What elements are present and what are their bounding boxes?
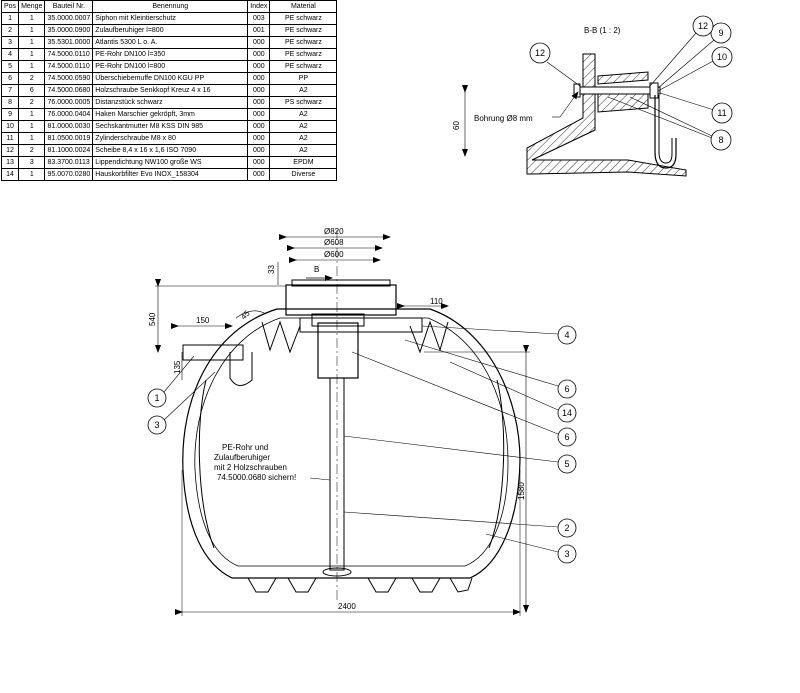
balloon-3-top-text: 3 [154,420,159,430]
dim-110: 110 [430,297,443,306]
tank-bottom-feet [247,577,473,593]
detail-bore-label: Bohrung Ø8 mm [474,114,533,123]
header-index: Index [247,0,271,13]
detail-wall-section [526,53,687,177]
balloon-4: 4 [421,325,577,345]
tank-dome [285,284,397,316]
balloon-14-text: 14 [562,408,572,418]
detail-section-view: B-B (1 : 2) 60 Bohrung Ø8 mm 12 9 [452,15,733,177]
balloon-3-top: 3 [147,371,216,435]
detail-balloon-12a-text: 12 [535,48,545,58]
filter-basket [317,322,359,379]
assembly-note-line-1: PE-Rohr und [222,443,268,452]
siphon [229,352,253,386]
parts-list-cell-material: PE schwarz [269,36,338,49]
detail-dim-60: 60 [452,121,461,130]
connection-pipe [299,317,423,333]
balloon-6-bottom: 6 [351,351,577,447]
assembly-note-line-3: mit 2 Holzschrauben [214,463,287,472]
detail-balloon-10-text: 10 [717,52,727,62]
balloon-5: 5 [343,435,577,474]
parts-list-cell-material: Diverse [269,168,338,181]
detail-balloon-11: 11 [659,92,733,124]
assembly-note-leader [309,477,331,481]
detail-balloon-12b: 12 [649,15,714,87]
dim-45-arc [235,310,267,319]
detail-balloon-10: 10 [657,46,733,92]
detail-balloon-11-text: 11 [717,108,726,118]
detail-balloon-12b-text: 12 [698,21,708,31]
detail-nut [649,82,659,99]
balloon-6-bottom-text: 6 [564,432,569,442]
detail-balloon-8-text: 8 [718,135,723,145]
parts-list-cell-index: 000 [247,168,271,181]
parts-list-cell-benennung: Hauskorbfilter Evo INOX_158304 [92,168,249,181]
dim-2400: 2400 [338,602,356,611]
detail-bore-leader-2 [559,91,579,118]
balloon-6-top-text: 6 [564,384,569,394]
dim-150: 150 [196,316,210,325]
parts-list-cell-menge: 1 [18,168,46,181]
detail-hook-inner [658,95,673,164]
detail-balloon-8: 8 [607,96,732,151]
dim-608: Ø608 [324,238,344,247]
parts-list-cell-index: 003 [247,12,271,25]
assembly-note-line-4: 74.5000.0680 sichern! [217,473,296,482]
balloon-1: 1 [147,355,195,408]
balloon-1-text: 1 [154,393,159,403]
tank-outer-shell [182,308,521,579]
detail-balloon-9: 9 [657,22,732,89]
tank-rib-left [198,379,215,549]
parts-list-cell-index: 000 [247,36,271,49]
detail-wall-section-2 [597,71,649,85]
parts-list-cell-bauteil-nr: 95.0070.0280 [44,168,94,181]
detail-bolt-head [573,83,581,98]
tank-assembly-view: Ø820 Ø608 Ø600 33 B 540 150 135 45 110 1… [147,227,577,616]
balloon-2-text: 2 [564,523,569,533]
balloon-3-bottom: 3 [485,533,577,564]
detail-hook [654,95,677,169]
inlet-pipe [182,344,244,361]
tank-rib-right [488,379,505,549]
parts-list-cell-index: 000 [247,60,271,73]
dim-820: Ø820 [324,227,344,236]
balloon-2: 2 [343,511,577,538]
tank-dome-cover [291,279,391,287]
dim-45: 45 [239,308,252,321]
tank-inner-shell [194,317,509,567]
dim-33: 33 [267,265,276,274]
parts-list-table: Pos Menge Bauteil Nr. Benennung Index Ma… [0,0,338,181]
parts-list-cell-menge: 1 [18,24,46,37]
detail-bolt [577,86,661,95]
section-marker-b: B [314,265,319,274]
dim-540: 540 [148,312,157,326]
detail-balloon-9-text: 9 [718,28,723,38]
dim-1580: 1580 [517,482,526,500]
balloon-3-bottom-text: 3 [564,549,569,559]
dim-600: Ø600 [324,250,344,259]
filter-basket-top [311,313,365,327]
balloon-14: 14 [449,361,577,423]
detail-title: B-B (1 : 2) [584,26,621,35]
dim-135: 135 [173,360,182,374]
assembly-note-line-2: Zulaufberuhiger [214,453,270,462]
parts-list-cell-menge: 1 [18,132,46,145]
balloon-5-text: 5 [564,459,569,469]
balloon-6-top: 6 [404,339,577,399]
balloon-4-text: 4 [564,330,569,340]
detail-balloon-12a: 12 [529,42,581,87]
